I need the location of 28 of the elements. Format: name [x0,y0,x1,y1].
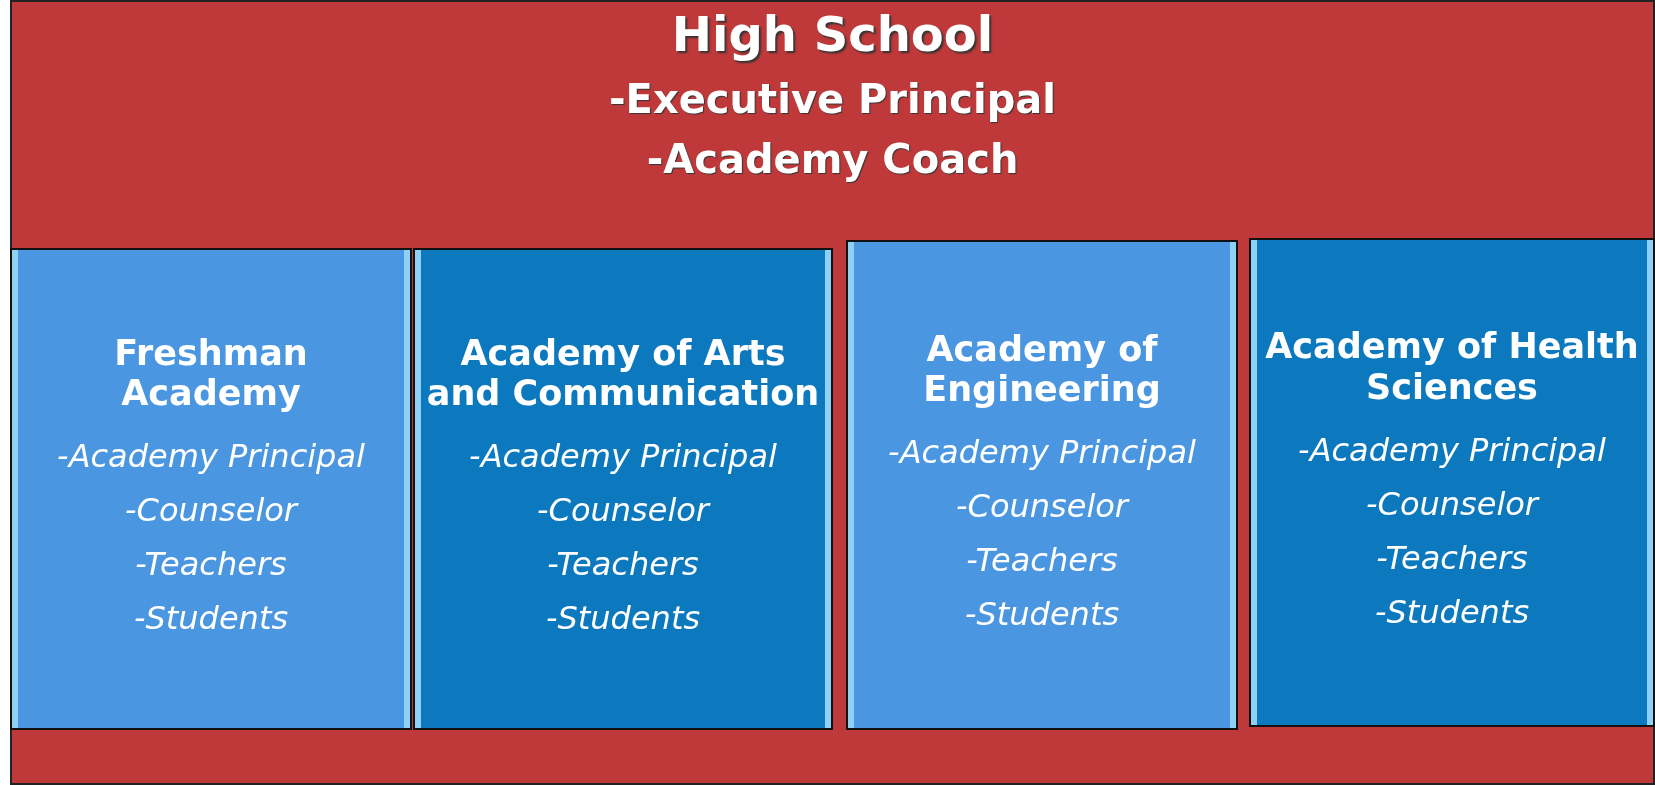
staff-item: -Academy Principal [1298,430,1606,469]
staff-item: -Academy Principal [888,433,1196,472]
academy-title: Academy of Arts and Communication [425,332,821,414]
academy-title: Academy of Health Sciences [1264,326,1640,407]
academy-box [10,248,412,730]
staff-item: -Students [133,599,289,638]
staff-item: -Teachers [547,545,699,584]
staff-item: -Teachers [1376,538,1528,577]
staff-item: -Students [1374,592,1530,631]
academy-box [1249,238,1655,727]
staff-item: -Counselor [956,487,1128,526]
academy-box [846,240,1238,730]
leadership-item: -Executive Principal [608,76,1057,122]
staff-item: -Students [964,595,1120,634]
staff-item: -Counselor [537,491,709,530]
school-title: High School [670,6,995,62]
staff-item: -Counselor [1366,484,1538,523]
staff-item: -Teachers [966,541,1118,580]
staff-item: -Counselor [125,491,297,530]
academy-title: Freshman Academy [113,332,309,414]
staff-item: -Academy Principal [57,437,365,476]
staff-item: -Academy Principal [469,437,777,476]
staff-item: -Teachers [135,545,287,584]
academy-title: Academy of Engineering [922,328,1162,410]
leadership-item: -Academy Coach [645,136,1020,182]
staff-item: -Students [545,599,701,638]
academy-box [413,248,833,730]
school-box [10,0,1655,785]
